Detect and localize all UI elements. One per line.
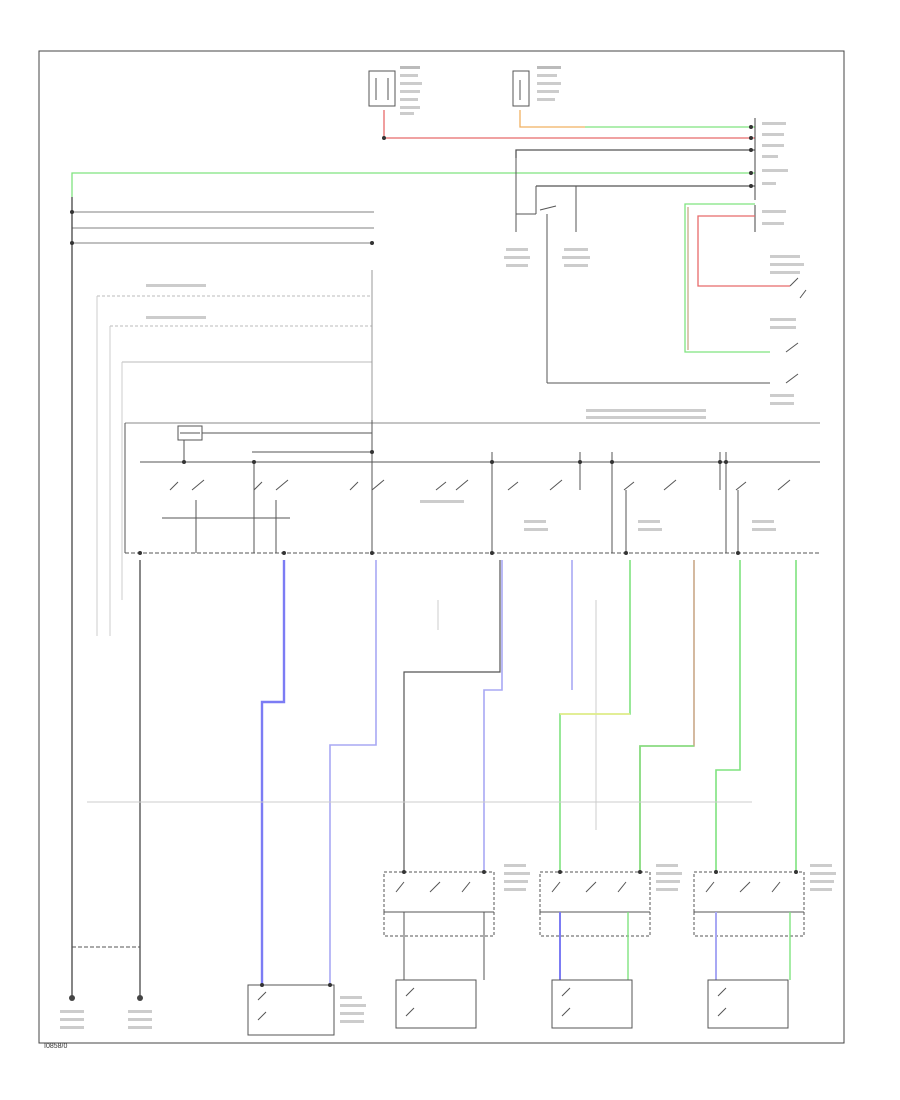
diagram-border (38, 50, 845, 1044)
top-harness-wires (71, 110, 755, 1000)
figure-code: I0858/0 (44, 1043, 68, 1050)
door-switch-wiring-right (684, 203, 807, 405)
module-switches (162, 452, 791, 553)
wire-green-2 (559, 560, 631, 872)
left-feed-lines (96, 270, 373, 636)
relay-block-center (504, 158, 770, 384)
power-window-control-module (124, 409, 820, 554)
wire-black-top (515, 149, 755, 158)
window-switch-module-3 (693, 864, 836, 1029)
ground-symbols (60, 995, 152, 1029)
driver-window-motor (247, 984, 366, 1036)
wire-red-top (383, 110, 755, 139)
fuse-relay-box-left (368, 66, 422, 115)
output-wires (72, 560, 797, 1000)
wire-green-long (71, 172, 755, 197)
wire-green-4 (715, 560, 741, 872)
wire-light-blue-1 (329, 560, 377, 985)
wire-light-blue-2 (483, 560, 503, 872)
splice-dots-top (70, 125, 753, 245)
wire-blue-1 (260, 560, 286, 985)
wire-black-2 (403, 560, 501, 872)
right-connector-block (754, 118, 788, 232)
wire-green-3 (639, 745, 694, 872)
wire-green-door (684, 203, 770, 353)
wire-orange (519, 110, 585, 128)
fuse-relay-box-right (512, 66, 561, 107)
wire-red-door (697, 215, 790, 287)
wire-tan-2 (639, 560, 695, 872)
window-switch-module-1 (383, 864, 530, 1029)
splice-dots-lower (260, 870, 798, 987)
module-dots (138, 450, 740, 555)
window-switch-module-2 (539, 864, 682, 1029)
